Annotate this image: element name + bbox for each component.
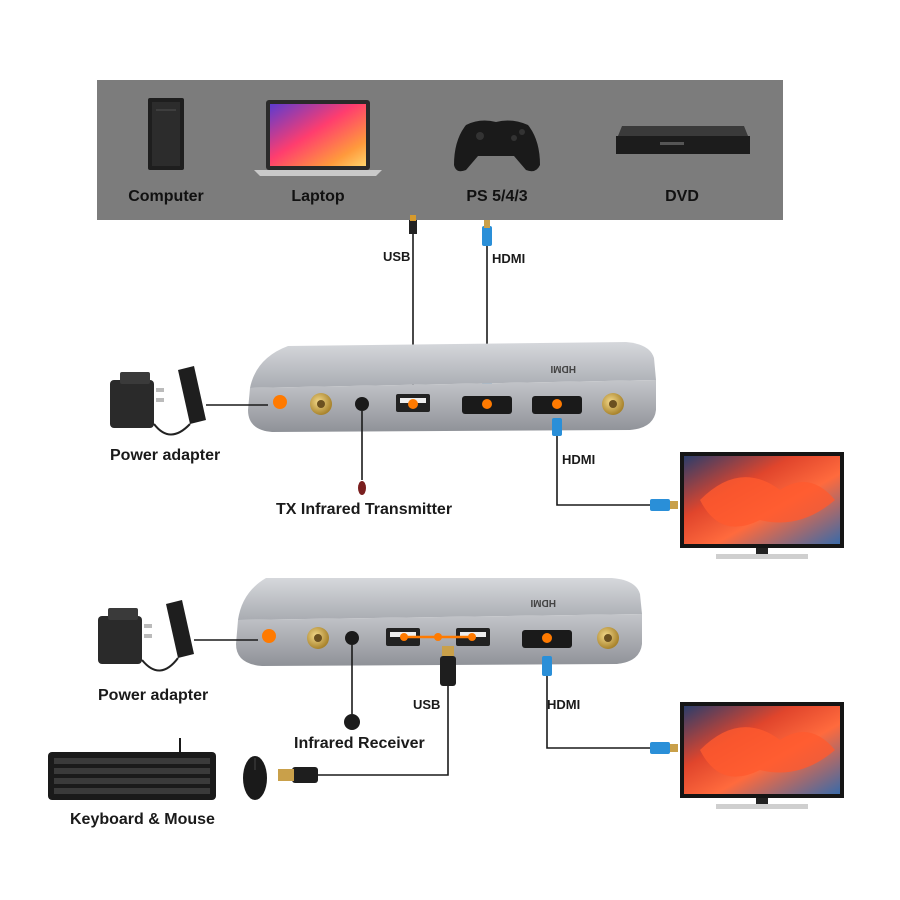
computer-icon: [148, 98, 184, 170]
label-hdmi-tx-out: HDMI: [562, 452, 596, 467]
label-keyboard-mouse: Keyboard & Mouse: [70, 811, 215, 828]
label-console: PS 5/4/3: [466, 188, 528, 205]
label-usb-rx: USB: [413, 697, 441, 712]
usb-cable-rx: [316, 686, 449, 776]
rx-ir-jack: [345, 631, 359, 645]
label-hdmi-top: HDMI: [492, 251, 526, 266]
dvd-player-icon: [616, 126, 750, 154]
keyboard-icon: [48, 738, 216, 800]
rx-device: HDMI: [236, 578, 642, 666]
mouse-icon: [243, 756, 267, 800]
tv-1-icon: [680, 452, 844, 559]
tx-ant2-led: [273, 395, 287, 409]
label-usb-top: USB: [383, 249, 411, 264]
label-ir-transmitter: TX Infrared Transmitter: [276, 501, 453, 518]
svg-text:HDMI: HDMI: [550, 363, 576, 374]
hdmi-cable-rx-out: [546, 676, 650, 749]
label-dvd: DVD: [665, 188, 699, 205]
label-laptop: Laptop: [291, 188, 345, 205]
game-controller-icon: [454, 120, 540, 172]
label-computer: Computer: [128, 188, 204, 205]
label-rx-power-adapter: Power adapter: [98, 687, 209, 704]
tv-2-icon: [680, 702, 844, 809]
ir-transmitter-icon: [358, 481, 366, 495]
svg-text:HDMI: HDMI: [530, 597, 556, 608]
label-hdmi-rx-out: HDMI: [547, 697, 581, 712]
tx-ir-jack: [355, 397, 369, 411]
ir-receiver-icon: [344, 714, 360, 730]
label-tx-power-adapter: Power adapter: [110, 447, 221, 464]
rx-power-adapter-icon: [98, 600, 194, 672]
laptop-icon: [254, 100, 382, 176]
tx-power-adapter-icon: [110, 366, 206, 436]
tx-device: HDMI: [248, 342, 656, 432]
hdmi-cable-tx-out: [556, 436, 650, 506]
label-ir-receiver: Infrared Receiver: [294, 735, 425, 752]
rx-ant2-led: [262, 629, 276, 643]
